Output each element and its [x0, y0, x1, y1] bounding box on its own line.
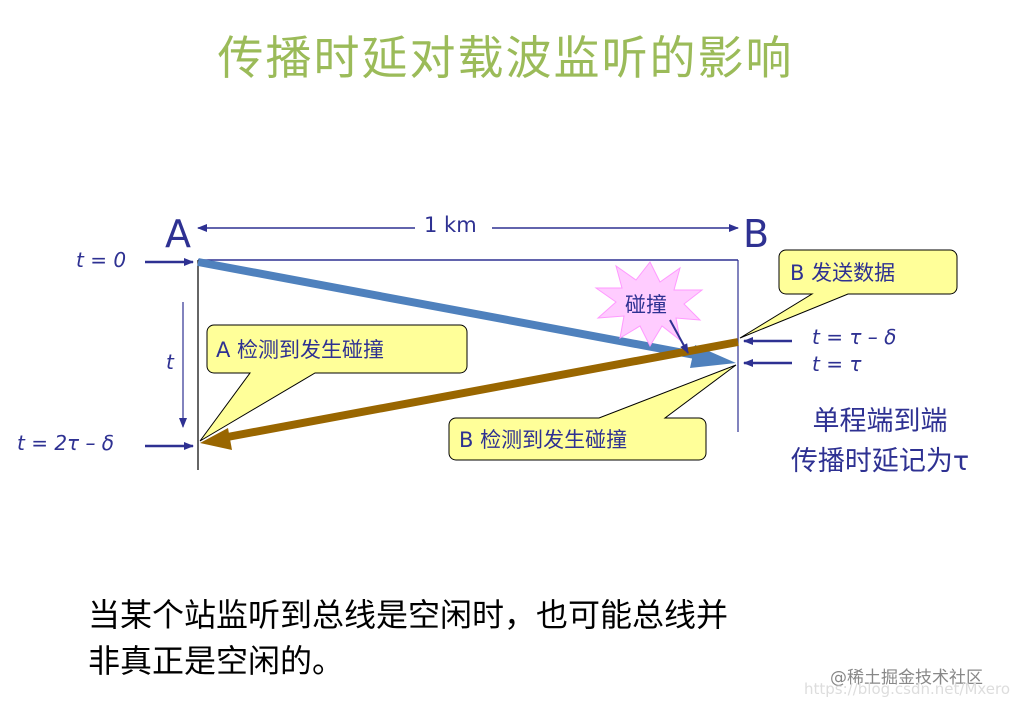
t-tau-delta-label: t = τ – δ — [812, 325, 897, 349]
body-paragraph: 当某个站监听到总线是空闲时，也可能总线并 非真正是空闲的。 — [88, 592, 728, 684]
body-line-1: 当某个站监听到总线是空闲时，也可能总线并 — [88, 596, 729, 634]
callout-b-sends — [739, 249, 958, 339]
t0-label: t = 0 — [76, 248, 127, 272]
callout-b-detects — [448, 364, 737, 461]
watermark-url: https://blog.csdn.net/Mxeron — [804, 680, 1011, 698]
node-a-label: A — [165, 212, 191, 256]
page-title: 传播时延对载波监听的影响 — [217, 31, 794, 85]
t-axis-label: t — [166, 350, 174, 374]
collision-text: 碰撞 — [625, 293, 667, 317]
callout-a-detects-text: A 检测到发生碰撞 — [216, 338, 385, 362]
t-tau-label: t = τ — [812, 352, 862, 376]
t-2tau-delta-label: t = 2τ – δ — [17, 431, 115, 455]
signal-b-arrowhead — [200, 428, 232, 450]
collision-pointer — [669, 319, 689, 354]
callout-b-sends-text: B 发送数据 — [790, 261, 896, 285]
propagation-note: 单程端到端 传播时延记为τ — [740, 402, 1011, 482]
signal-a-line — [197, 258, 701, 360]
collision-burst-icon — [594, 261, 704, 348]
body-line-2: 非真正是空闲的。 — [88, 642, 345, 680]
signal-b-line — [221, 338, 739, 442]
callout-b-detects-text: B 检测到发生碰撞 — [459, 428, 628, 452]
node-b-label: B — [743, 212, 770, 256]
note-line-1: 单程端到端 — [812, 406, 948, 437]
callout-a-detects — [199, 324, 468, 442]
watermark-juejin: @稀土掘金技术社区 — [830, 668, 983, 688]
distance-label: 1 km — [424, 213, 477, 237]
note-line-2: 传播时延记为τ — [790, 446, 970, 477]
